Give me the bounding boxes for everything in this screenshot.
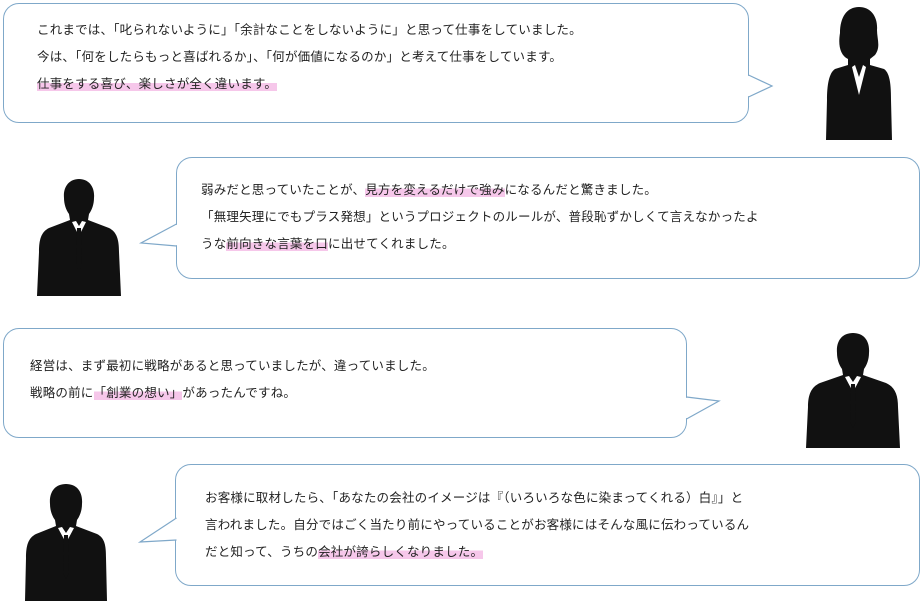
testimonial-line: 「無理矢理にでもプラス発想」というプロジェクトのルールが、普段恥ずかしくて言えな… — [201, 203, 759, 230]
text-segment: だと知って、うちの — [205, 544, 319, 559]
man-silhouette-icon — [806, 333, 900, 448]
testimonial-line: 仕事をする喜び、楽しさが全く違います。 — [37, 70, 582, 97]
testimonial-line: 弱みだと思っていたことが、見方を変えるだけで強みになるんだと驚きました。 — [201, 176, 759, 203]
testimonial-line: 経営は、まず最初に戦略があると思っていましたが、違っていました。 — [30, 352, 435, 379]
testimonial-text-1: これまでは、「叱られないように」「余計なことをしないように」と思って仕事をしてい… — [37, 16, 582, 97]
speech-bubble-1-tail — [748, 74, 774, 98]
speech-bubble-3-tail — [686, 396, 721, 420]
highlighted-phrase: 前向きな言葉を口 — [226, 236, 329, 251]
man-silhouette-icon — [25, 484, 107, 601]
text-segment: があったんですね。 — [182, 385, 297, 400]
text-segment: 「無理矢理にでもプラス発想」というプロジェクトのルールが、普段恥ずかしくて言えな… — [201, 209, 759, 224]
speech-bubble-4 — [175, 464, 920, 586]
testimonial-line: 言われました。自分ではごく当たり前にやっていることがお客様にはそんな風に伝わって… — [205, 511, 749, 538]
testimonial-line: これまでは、「叱られないように」「余計なことをしないように」と思って仕事をしてい… — [37, 16, 582, 43]
text-segment: うな — [201, 236, 227, 251]
woman-silhouette-icon — [826, 7, 892, 140]
speech-bubble-2-tail — [138, 223, 178, 247]
text-segment: 今は、「何をしたらもっと喜ばれるか」、「何が価値になるのか」と考えて仕事をしてい… — [37, 49, 563, 64]
testimonial-text-3: 経営は、まず最初に戦略があると思っていましたが、違っていました。戦略の前に「創業… — [30, 352, 435, 406]
highlighted-phrase: 仕事をする喜び、楽しさが全く違います。 — [37, 76, 278, 91]
text-segment: になるんだと驚きました。 — [504, 182, 657, 197]
testimonial-text-4: お客様に取材したら、「あなたの会社のイメージは『（いろいろな色に染まってくれる）… — [205, 484, 749, 565]
speech-bubble-2 — [176, 157, 920, 279]
speech-bubble-4-tail — [137, 517, 178, 543]
text-segment: 言われました。自分ではごく当たり前にやっていることがお客様にはそんな風に伝わって… — [205, 517, 750, 532]
speech-bubble-3 — [3, 328, 687, 438]
text-segment: お客様に取材したら、「あなたの会社のイメージは『（いろいろな色に染まってくれる）… — [205, 490, 744, 505]
text-segment: これまでは、「叱られないように」「余計なことをしないように」と思って仕事をしてい… — [37, 22, 582, 37]
text-segment: 経営は、まず最初に戦略があると思っていましたが、違っていました。 — [30, 358, 435, 373]
highlighted-phrase: 見方を変えるだけで強み — [365, 182, 505, 197]
text-segment: に出せてくれました。 — [328, 236, 455, 251]
testimonial-line: 今は、「何をしたらもっと喜ばれるか」、「何が価値になるのか」と考えて仕事をしてい… — [37, 43, 582, 70]
speech-bubble-1 — [3, 3, 749, 123]
text-segment: 弱みだと思っていたことが、 — [201, 182, 366, 197]
text-segment: 戦略の前に — [30, 385, 94, 400]
testimonial-line: うな前向きな言葉を口に出せてくれました。 — [201, 230, 759, 257]
man-silhouette-icon — [37, 179, 121, 296]
highlighted-phrase: 会社が誇らしくなりました。 — [318, 544, 484, 559]
testimonial-line: 戦略の前に「創業の想い」があったんですね。 — [30, 379, 435, 406]
testimonial-line: だと知って、うちの会社が誇らしくなりました。 — [205, 538, 749, 565]
testimonial-text-2: 弱みだと思っていたことが、見方を変えるだけで強みになるんだと驚きました。「無理矢… — [201, 176, 759, 257]
testimonial-line: お客様に取材したら、「あなたの会社のイメージは『（いろいろな色に染まってくれる）… — [205, 484, 749, 511]
highlighted-phrase: 「創業の想い」 — [93, 385, 183, 400]
